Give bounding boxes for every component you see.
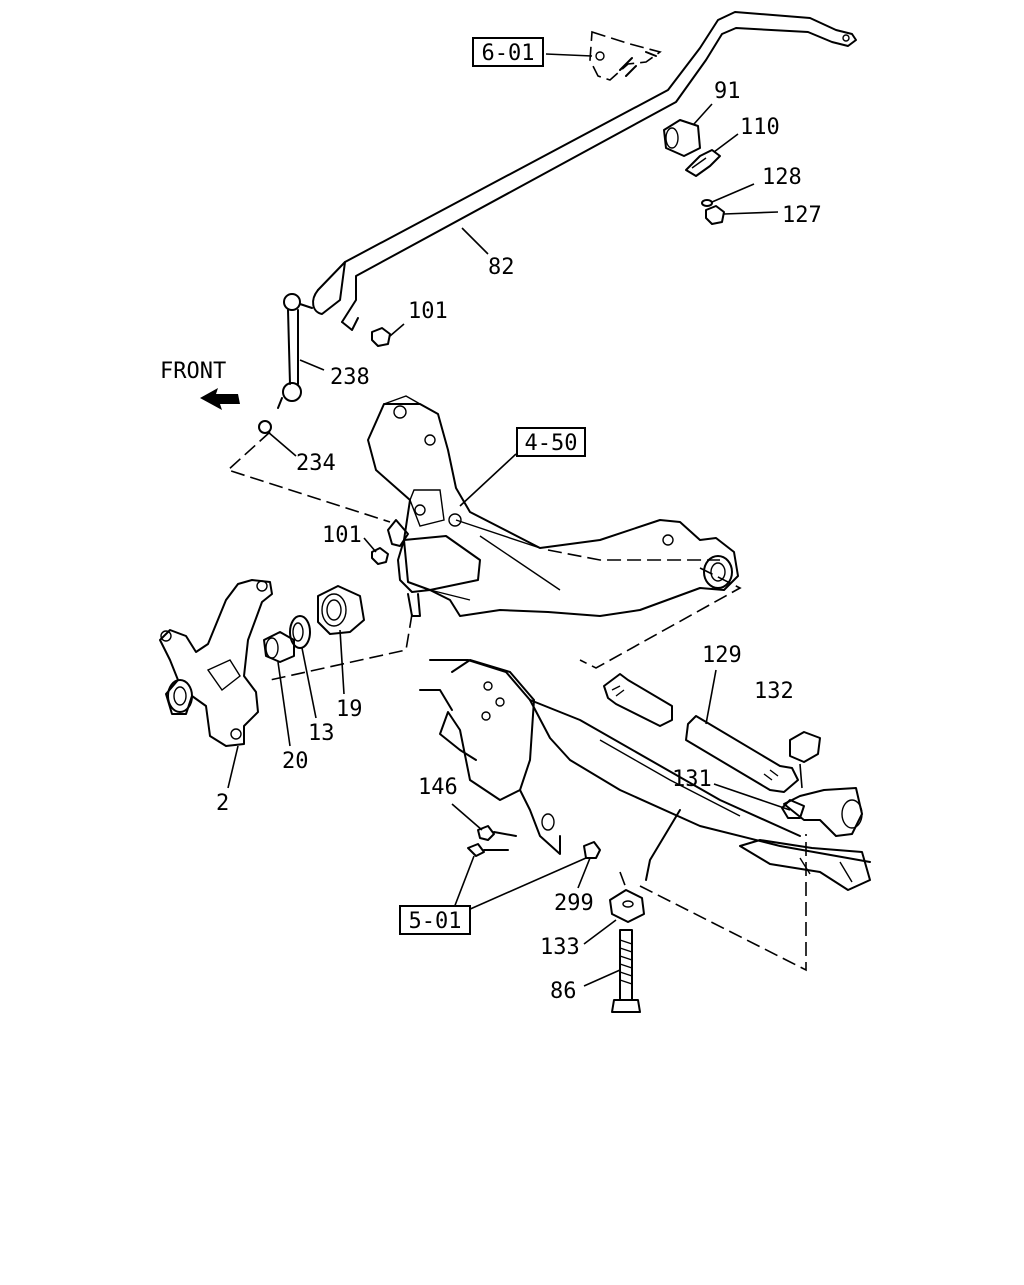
- callout-2[interactable]: 2: [216, 791, 229, 816]
- callout-128[interactable]: 128: [762, 165, 802, 190]
- anchor-arm-131: [781, 799, 805, 819]
- stabilizer-link: [277, 293, 313, 409]
- ref-box-label: 5-01: [409, 909, 462, 934]
- crossmember: [367, 395, 739, 617]
- oil-seal-13: [289, 615, 311, 649]
- callout-110[interactable]: 110: [740, 115, 780, 140]
- steering-knuckle: [159, 579, 273, 747]
- front-label: FRONT: [160, 359, 226, 384]
- callout-131[interactable]: 131: [672, 767, 712, 792]
- callout-82[interactable]: 82: [488, 255, 515, 280]
- ref-box-label: 6-01: [482, 41, 535, 66]
- nut-299: [583, 841, 601, 859]
- callout-127[interactable]: 127: [782, 203, 822, 228]
- plate-133: [609, 889, 645, 923]
- nut-101-mid: [371, 519, 409, 565]
- assembly-lines: [226, 431, 807, 972]
- washer-128: [701, 199, 713, 207]
- callout-129[interactable]: 129: [702, 643, 742, 668]
- callout-234[interactable]: 234: [296, 451, 336, 476]
- bolt-146: [467, 825, 517, 857]
- callout-132[interactable]: 132: [754, 679, 794, 704]
- nut-127: [705, 205, 725, 225]
- frame-rail: [419, 659, 871, 891]
- callout-86[interactable]: 86: [550, 979, 577, 1004]
- callout-13[interactable]: 13: [308, 721, 335, 746]
- bolt-86: [611, 929, 641, 1013]
- bearing-20: [263, 631, 295, 663]
- ref-box-5-01[interactable]: 5-01: [399, 905, 471, 935]
- stabilizer-bar: [312, 11, 857, 331]
- clamp-110: [685, 149, 721, 177]
- callout-133[interactable]: 133: [540, 935, 580, 960]
- callout-101-mid[interactable]: 101: [322, 523, 362, 548]
- callout-238[interactable]: 238: [330, 365, 370, 390]
- ref-box-6-01[interactable]: 6-01: [472, 37, 544, 67]
- callout-146[interactable]: 146: [418, 775, 458, 800]
- washer-234: [258, 420, 272, 434]
- callout-20[interactable]: 20: [282, 749, 309, 774]
- block-132: [789, 731, 821, 763]
- bar-bracket: [589, 30, 662, 81]
- ref-box-4-50[interactable]: 4-50: [516, 427, 586, 457]
- callout-299[interactable]: 299: [554, 891, 594, 916]
- leader-lines: [227, 53, 803, 987]
- callout-101-top[interactable]: 101: [408, 299, 448, 324]
- ref-box-label: 4-50: [525, 431, 578, 456]
- callout-91[interactable]: 91: [714, 79, 741, 104]
- callout-19[interactable]: 19: [336, 697, 363, 722]
- oil-seal-19: [317, 585, 365, 635]
- bushing-91: [663, 119, 701, 157]
- torsion-bar: [603, 673, 799, 793]
- nut-101-top: [371, 327, 391, 347]
- front-arrow-icon: [200, 388, 240, 410]
